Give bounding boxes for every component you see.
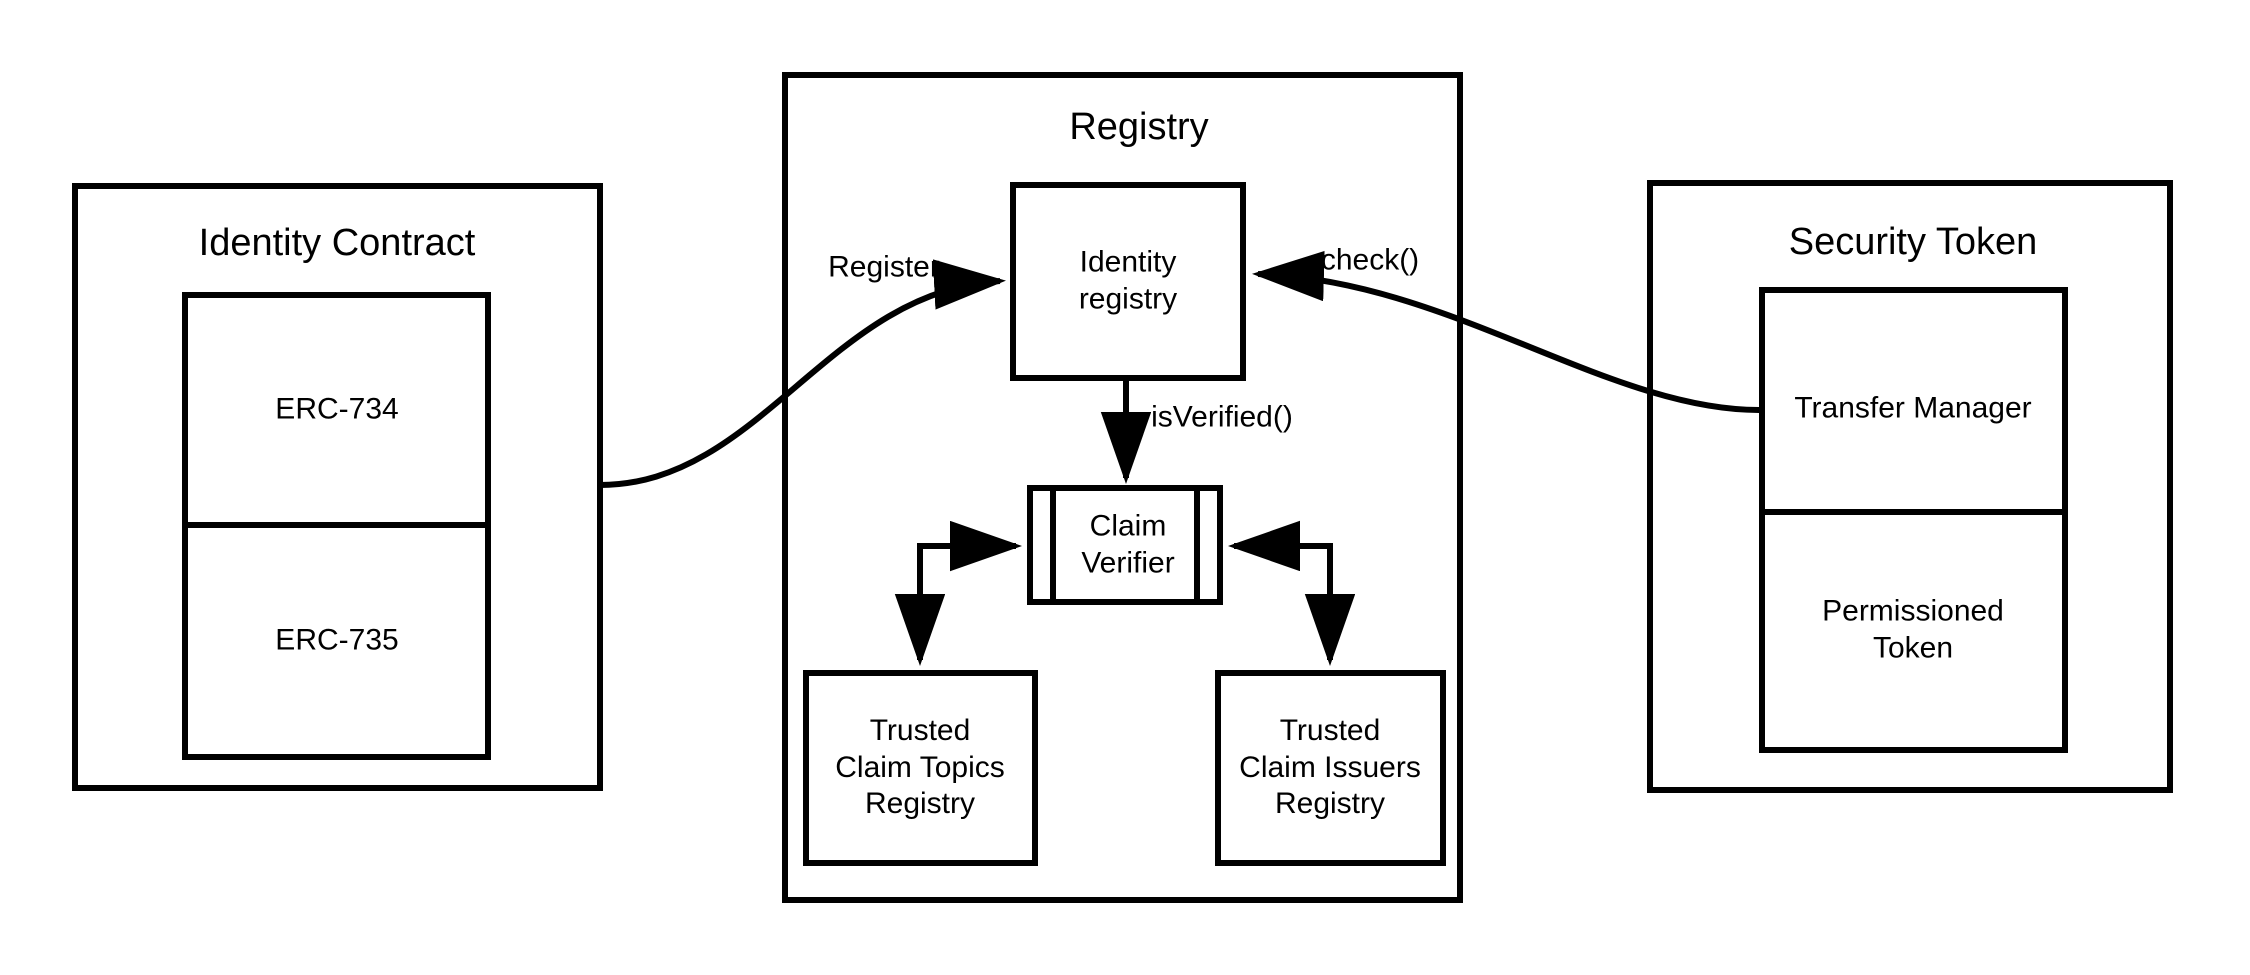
check-edge-label: check() bbox=[1320, 243, 1420, 277]
trusted-claim-topics-registry-box-outline bbox=[803, 670, 1038, 866]
permissioned-token-label: Permissioned Token bbox=[1822, 594, 2004, 664]
transfer-manager-label: Transfer Manager bbox=[1794, 391, 2032, 425]
erc-734-label: ERC-734 bbox=[275, 392, 399, 426]
claim-verifier-box-outline bbox=[1027, 485, 1223, 605]
register-edge-path bbox=[599, 259, 1006, 488]
register-edge-label: Register bbox=[828, 250, 940, 284]
erc-734-box-outline bbox=[182, 292, 491, 528]
registry-title: Registry bbox=[1069, 105, 1209, 148]
erc-735-label: ERC-735 bbox=[275, 623, 399, 657]
trusted-claim-issuers-registry-label: Trusted Claim Issuers Registry bbox=[1239, 714, 1421, 821]
trusted-claim-issuers-registry-box-outline bbox=[1215, 670, 1446, 866]
identity-contract-title: Identity Contract bbox=[198, 221, 476, 264]
erc-735-box-outline bbox=[182, 522, 491, 760]
check-edge-path bbox=[1252, 250, 1763, 414]
is-verified-edge-label: isVerified() bbox=[1151, 400, 1293, 434]
claim-verifier-label: Claim Verifier bbox=[1081, 509, 1175, 579]
trusted-claim-topics-registry-label: Trusted Claim Topics Registry bbox=[835, 714, 1005, 821]
identity-registry-label: Identity registry bbox=[1078, 245, 1178, 315]
security-token-title: Security Token bbox=[1788, 220, 2038, 263]
permissioned-token-box-outline bbox=[1759, 509, 2068, 753]
